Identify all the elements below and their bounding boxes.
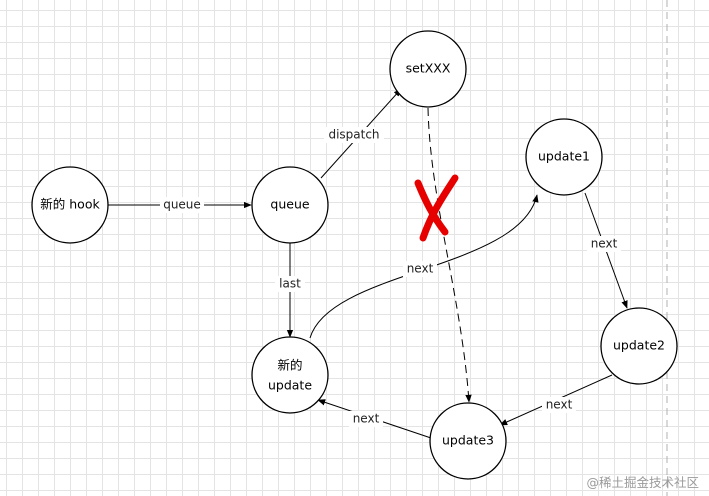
node-label-update3: update3 bbox=[442, 433, 494, 448]
node-setxxx[interactable]: setXXX bbox=[389, 30, 467, 108]
node-label-update1: update1 bbox=[538, 149, 590, 164]
edge-label-next-2: next bbox=[591, 237, 618, 251]
edge-update3-to-newupdate: next bbox=[317, 399, 432, 439]
node-new-update[interactable]: 新的 update bbox=[251, 336, 329, 414]
node-label-setxxx: setXXX bbox=[406, 61, 451, 76]
node-label-new-update-line1: 新的 bbox=[277, 358, 302, 373]
edge-newupdate-to-update1: next bbox=[309, 194, 539, 339]
node-update1[interactable]: update1 bbox=[525, 118, 603, 196]
edge-hook-to-queue: queue bbox=[108, 197, 252, 213]
edge-label-next-3: next bbox=[546, 398, 573, 412]
node-label-new-update-line2: update bbox=[268, 378, 312, 393]
node-update3[interactable]: update3 bbox=[429, 402, 507, 480]
edge-queue-to-newupdate: last bbox=[275, 243, 305, 338]
edge-setxxx-to-update3 bbox=[427, 107, 472, 403]
node-label-queue: queue bbox=[270, 197, 309, 212]
watermark-text: @稀土掘金技术社区 bbox=[586, 475, 699, 490]
edge-label-queue: queue bbox=[163, 198, 201, 212]
edge-label-next-4: next bbox=[353, 412, 380, 426]
edge-label-next-1: next bbox=[407, 262, 434, 276]
node-queue[interactable]: queue bbox=[251, 166, 329, 244]
node-label-update2: update2 bbox=[613, 338, 665, 353]
edge-label-last: last bbox=[279, 277, 301, 291]
edge-update2-to-update3: next bbox=[499, 374, 613, 426]
node-label-new-hook: 新的 hook bbox=[40, 197, 100, 212]
red-cross-mark bbox=[414, 174, 459, 242]
edge-queue-to-setxxx: dispatch bbox=[320, 88, 402, 179]
node-update2[interactable]: update2 bbox=[600, 307, 678, 385]
edge-label-dispatch: dispatch bbox=[328, 128, 379, 142]
edge-update1-to-update2: next bbox=[584, 192, 628, 309]
node-new-hook[interactable]: 新的 hook bbox=[31, 166, 109, 244]
